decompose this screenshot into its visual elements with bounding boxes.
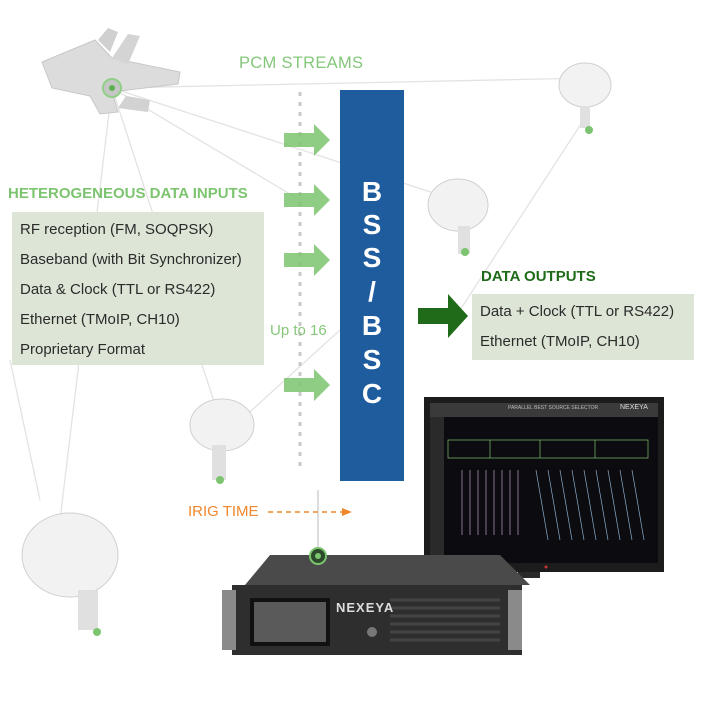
device-brand-logo: NEXEYA: [336, 600, 395, 615]
monitor-brand: NEXEYA: [620, 404, 648, 411]
input-arrows: [284, 124, 330, 401]
antenna-bottom-left-icon: [21, 512, 119, 636]
antenna-lower-left-icon: [189, 398, 255, 484]
input-item-ethernet: Ethernet (TMoIP, CH10): [20, 311, 180, 328]
irig-time-label: IRIG TIME: [188, 503, 259, 520]
bsc-letter-1: B: [361, 310, 383, 341]
inputs-panel: RF reception (FM, SOQPSK) Baseband (with…: [12, 212, 264, 365]
bsc-letter-3: C: [361, 378, 383, 409]
monitor: [424, 397, 664, 578]
up-to-16-label: Up to 16: [270, 322, 327, 339]
input-item-proprietary: Proprietary Format: [20, 341, 146, 358]
monitor-app-title: PARALLEL BEST SOURCE SELECTOR: [508, 405, 599, 411]
output-item-data-clock: Data + Clock (TTL or RS422): [480, 303, 675, 320]
bss-letter-2: S: [362, 209, 382, 240]
input-item-baseband: Baseband (with Bit Synchronizer): [20, 251, 242, 268]
output-arrow: [418, 294, 468, 338]
rack-device: [222, 547, 530, 655]
bss-letter-1: B: [361, 176, 383, 207]
bss-slash: /: [368, 276, 376, 307]
output-item-ethernet: Ethernet (TMoIP, CH10): [480, 333, 640, 350]
antenna-top-right-icon: [558, 62, 612, 134]
aircraft-icon: [41, 28, 181, 115]
bss-bsc-block: B S S / B S C: [340, 90, 404, 481]
bsc-letter-2: S: [362, 344, 382, 375]
antenna-middle-icon: [427, 178, 489, 256]
outputs-title: DATA OUTPUTS: [481, 268, 596, 285]
bss-letter-3: S: [362, 242, 382, 273]
inputs-title: HETEROGENEOUS DATA INPUTS: [8, 185, 248, 202]
input-item-rf: RF reception (FM, SOQPSK): [20, 221, 214, 238]
input-item-data-clock: Data & Clock (TTL or RS422): [20, 281, 216, 298]
pcm-streams-label: PCM STREAMS: [239, 54, 364, 72]
outputs-panel: Data + Clock (TTL or RS422) Ethernet (TM…: [472, 294, 694, 360]
